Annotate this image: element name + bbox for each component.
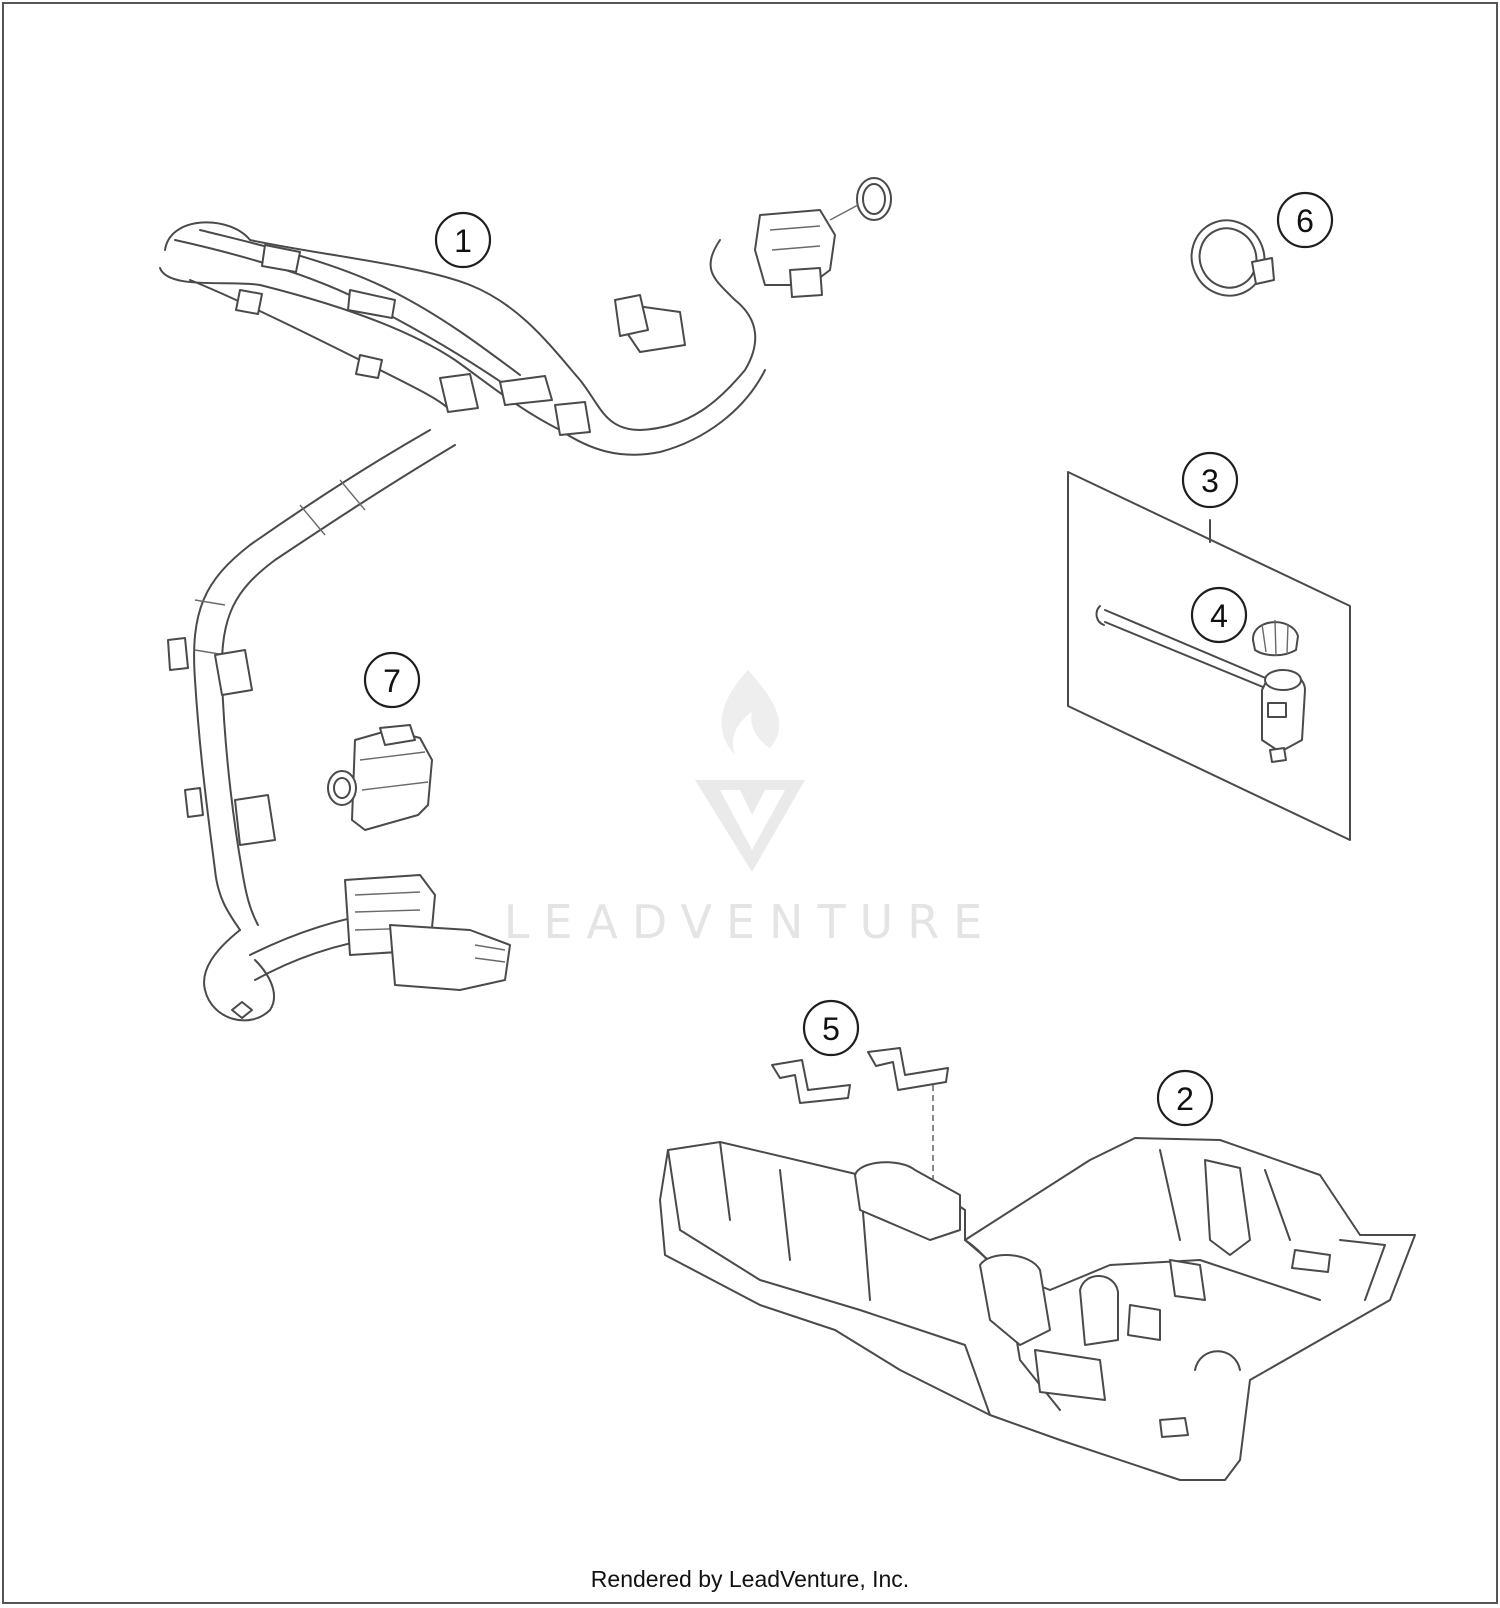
callout-4: 4	[1190, 586, 1248, 644]
callout-2: 2	[1156, 1069, 1214, 1127]
connector-part	[327, 724, 433, 831]
callout-5-label: 5	[822, 1011, 840, 1047]
skid-plate	[659, 1137, 1416, 1481]
sensor-kit	[1067, 471, 1351, 841]
callout-7-label: 7	[383, 663, 401, 699]
hose-clamp	[1190, 219, 1275, 297]
clips	[771, 1047, 949, 1180]
watermark-logo	[695, 670, 805, 872]
callout-7: 7	[363, 651, 421, 709]
callout-6-label: 6	[1296, 203, 1314, 239]
callout-6: 6	[1276, 191, 1334, 249]
wiring-harness	[159, 177, 892, 1022]
callout-1: 1	[434, 211, 492, 269]
callout-2-label: 2	[1176, 1081, 1194, 1117]
callout-3-label: 3	[1201, 463, 1219, 499]
callout-4-label: 4	[1210, 598, 1228, 634]
callout-5: 5	[802, 999, 860, 1057]
watermark-text: LEADVENTURE	[504, 895, 997, 949]
callout-3: 3	[1181, 451, 1239, 509]
footer-credit: Rendered by LeadVenture, Inc.	[591, 1566, 909, 1592]
callout-1-label: 1	[454, 223, 472, 259]
